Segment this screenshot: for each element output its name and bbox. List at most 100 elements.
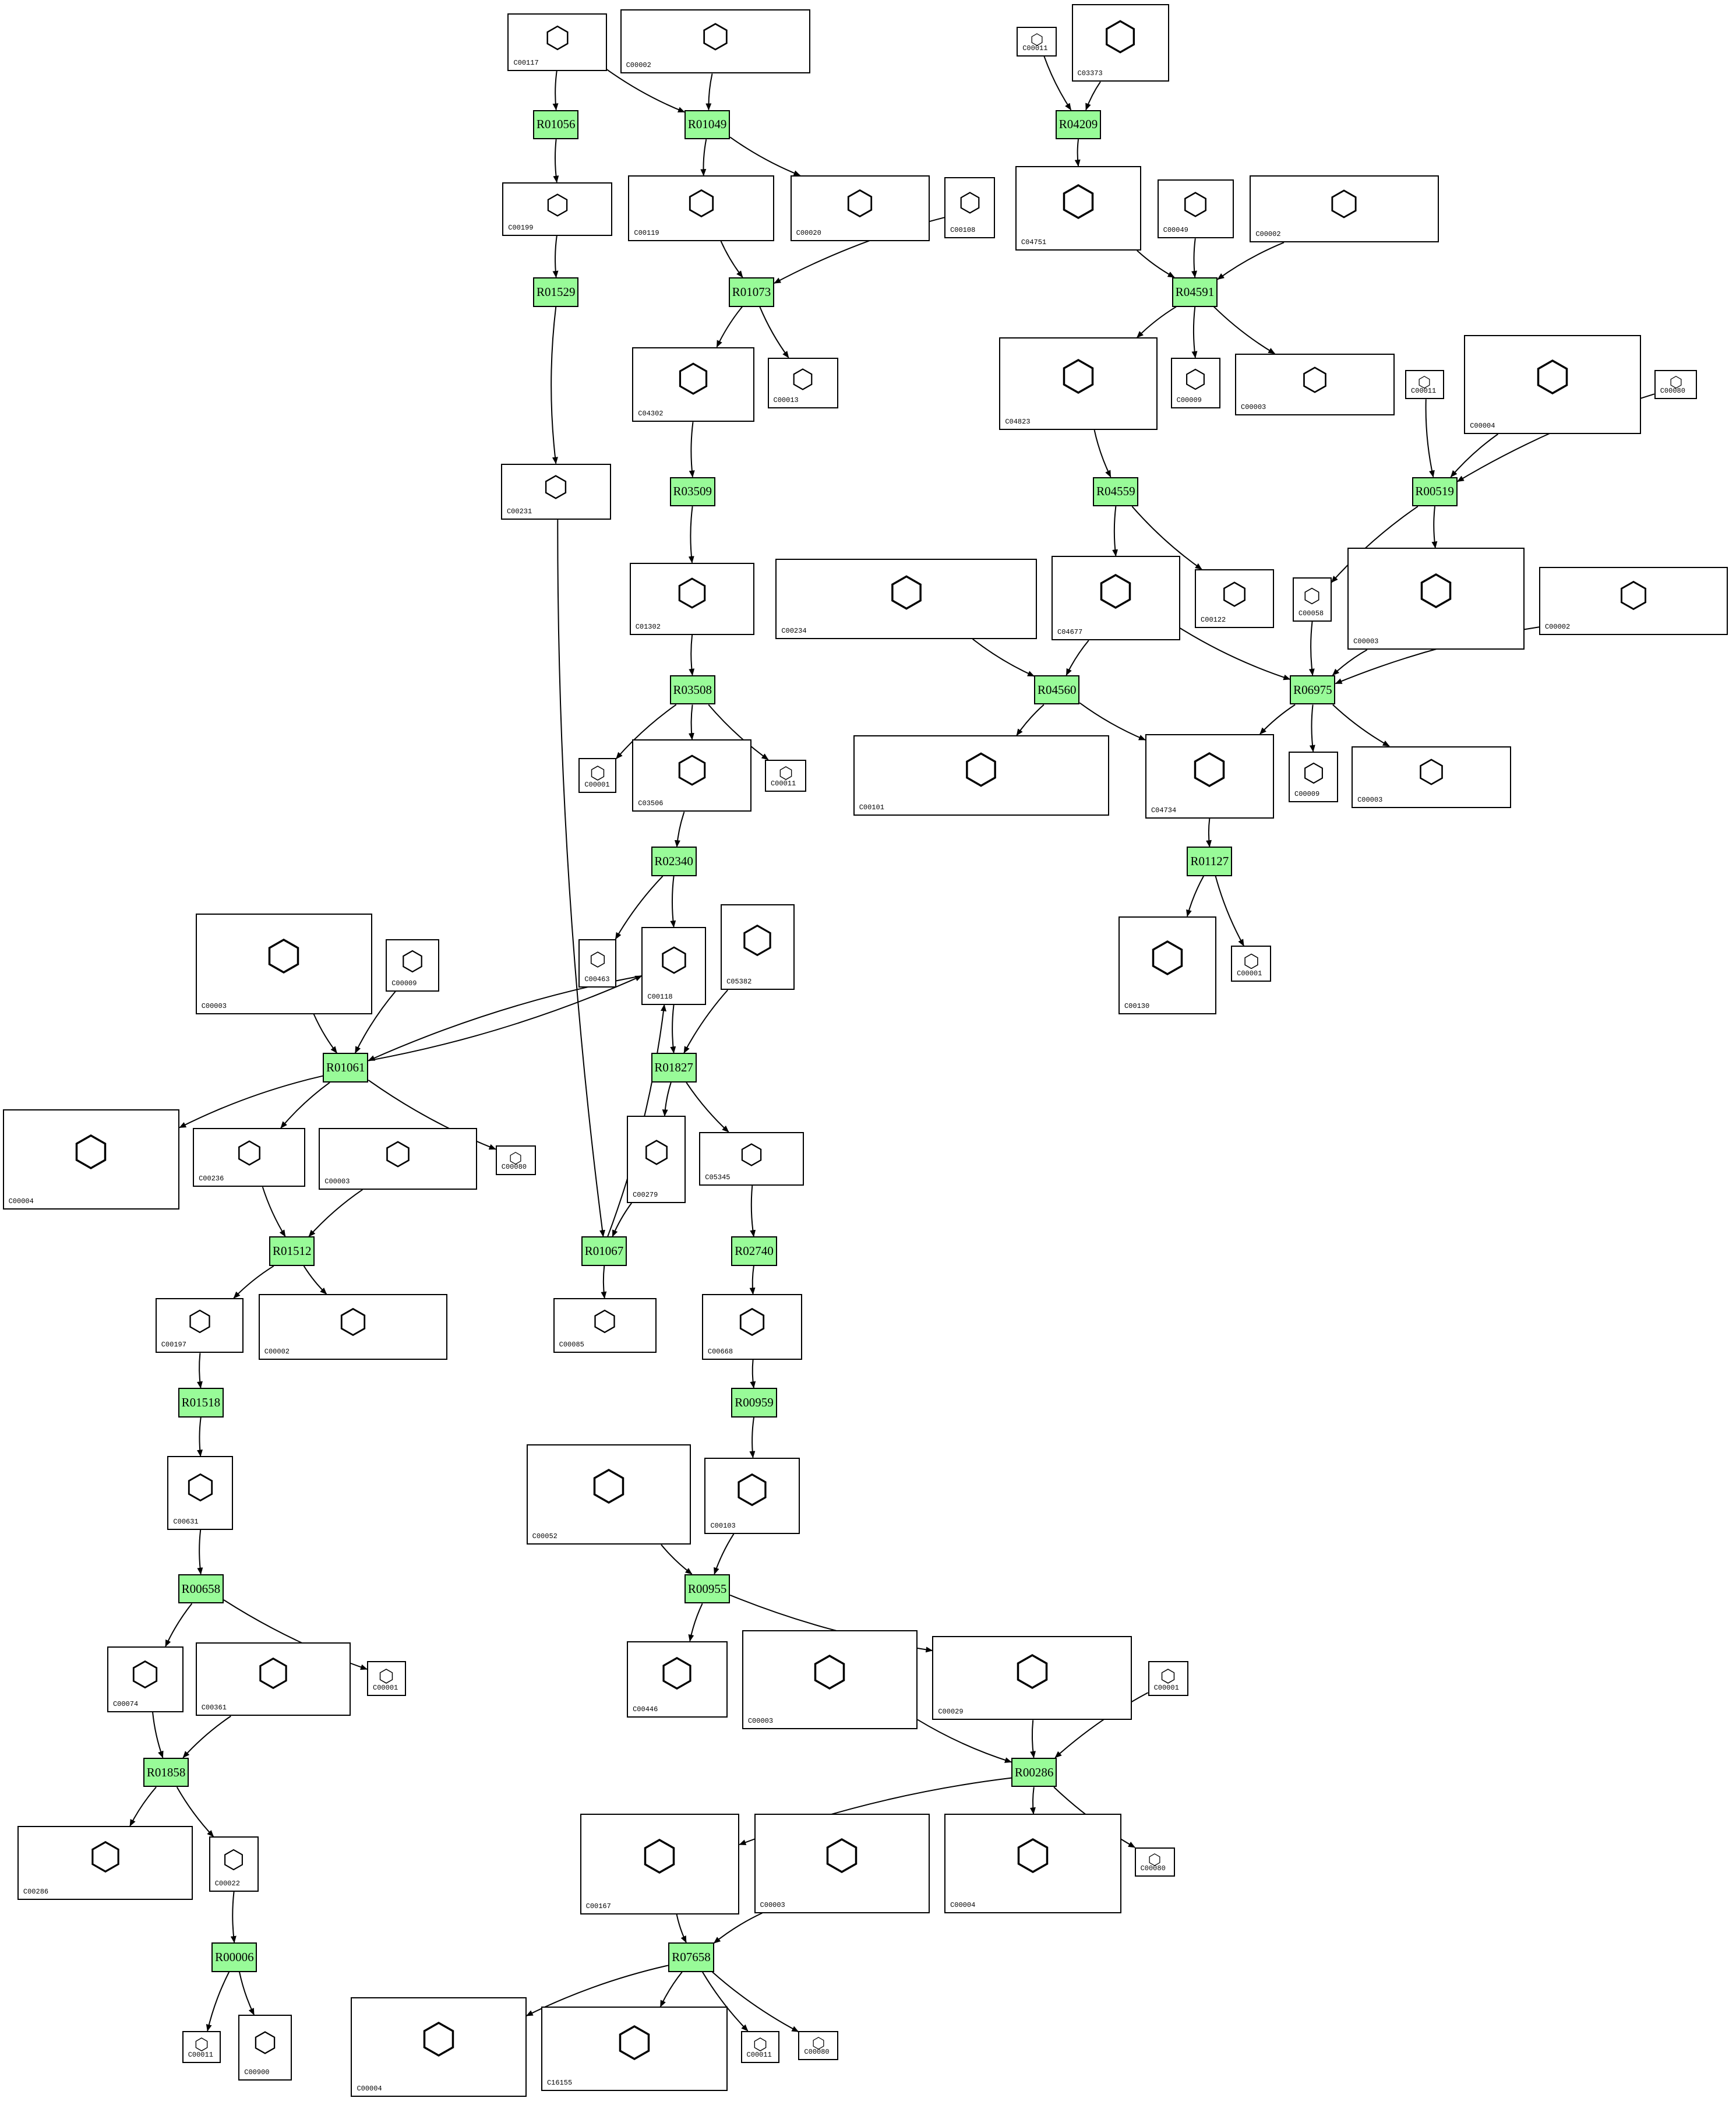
- compound-node[interactable]: C00197: [155, 1298, 244, 1353]
- compound-node[interactable]: C00199: [502, 182, 612, 236]
- compound-node[interactable]: C05382: [721, 904, 795, 990]
- compound-node[interactable]: C00103: [704, 1457, 800, 1534]
- reaction-node[interactable]: R03509: [669, 477, 715, 507]
- compound-node[interactable]: C00900: [238, 2015, 292, 2081]
- compound-node[interactable]: C00002: [1250, 175, 1439, 243]
- compound-node[interactable]: C00446: [627, 1641, 728, 1718]
- compound-node[interactable]: C16155: [541, 2007, 728, 2092]
- compound-node[interactable]: C00668: [701, 1294, 803, 1360]
- compound-node[interactable]: C00080: [1134, 1847, 1175, 1877]
- compound-node[interactable]: C00003: [1352, 746, 1511, 808]
- compound-node[interactable]: C00003: [754, 1814, 930, 1913]
- compound-node[interactable]: C00234: [775, 558, 1037, 639]
- compound-node[interactable]: C00009: [386, 939, 440, 992]
- compound-node[interactable]: C00080: [1654, 369, 1698, 400]
- compound-node[interactable]: C00279: [627, 1116, 686, 1203]
- compound-node[interactable]: C00122: [1195, 569, 1274, 629]
- compound-node[interactable]: C00101: [853, 735, 1109, 816]
- reaction-node[interactable]: R01073: [728, 277, 775, 307]
- reaction-node[interactable]: R00955: [684, 1574, 731, 1604]
- reaction-node[interactable]: R00286: [1011, 1757, 1057, 1787]
- compound-node[interactable]: C00001: [1231, 946, 1272, 982]
- reaction-node[interactable]: R00959: [731, 1388, 777, 1418]
- compound-node[interactable]: C00003: [195, 914, 373, 1014]
- compound-node[interactable]: C00074: [107, 1646, 184, 1712]
- compound-node[interactable]: C00011: [1405, 369, 1444, 400]
- compound-node[interactable]: C00003: [319, 1128, 477, 1190]
- compound-node[interactable]: C00001: [1148, 1661, 1188, 1697]
- reaction-node[interactable]: R00519: [1412, 477, 1458, 507]
- compound-node[interactable]: C04823: [999, 337, 1158, 431]
- compound-node[interactable]: C00058: [1292, 577, 1332, 622]
- compound-node[interactable]: C00004: [944, 1814, 1121, 1913]
- compound-node[interactable]: C05345: [699, 1131, 804, 1186]
- reaction-node[interactable]: R01061: [323, 1053, 369, 1083]
- compound-node[interactable]: C00080: [798, 2030, 839, 2061]
- reaction-node[interactable]: R01067: [581, 1236, 627, 1266]
- compound-node[interactable]: C01302: [629, 562, 754, 635]
- compound-node[interactable]: C00231: [500, 463, 611, 520]
- reaction-node[interactable]: R00006: [211, 1942, 257, 1972]
- compound-node[interactable]: C00119: [628, 175, 775, 241]
- compound-node[interactable]: C00117: [507, 13, 607, 71]
- compound-node[interactable]: C00049: [1157, 179, 1234, 239]
- reaction-node[interactable]: R01512: [269, 1236, 315, 1266]
- compound-node[interactable]: C00118: [641, 927, 706, 1005]
- compound-node[interactable]: C04734: [1145, 734, 1274, 819]
- compound-node[interactable]: C00011: [182, 2030, 221, 2064]
- reaction-node[interactable]: R01529: [533, 277, 579, 307]
- compound-node[interactable]: C00020: [790, 175, 930, 241]
- compound-node[interactable]: C00004: [351, 1997, 527, 2097]
- compound-node[interactable]: C00463: [578, 939, 616, 988]
- compound-node[interactable]: C00236: [193, 1128, 306, 1187]
- compound-node[interactable]: C00009: [1289, 751, 1339, 803]
- reaction-node[interactable]: R04591: [1172, 277, 1218, 307]
- reaction-node[interactable]: R06975: [1290, 675, 1336, 705]
- reaction-node[interactable]: R04559: [1093, 477, 1139, 507]
- compound-node[interactable]: C00004: [2, 1109, 180, 1210]
- reaction-node[interactable]: R01858: [143, 1757, 189, 1787]
- compound-node[interactable]: C00130: [1118, 916, 1216, 1014]
- reaction-node[interactable]: R04560: [1034, 675, 1080, 705]
- reaction-node[interactable]: R00658: [178, 1574, 224, 1604]
- compound-node[interactable]: C00108: [944, 177, 996, 239]
- compound-node[interactable]: C03506: [632, 739, 751, 812]
- compound-node[interactable]: C00029: [932, 1635, 1132, 1720]
- compound-node[interactable]: C00085: [553, 1298, 657, 1353]
- compound-node[interactable]: C00361: [195, 1642, 351, 1716]
- compound-node[interactable]: C00011: [740, 2030, 780, 2064]
- compound-node[interactable]: C00002: [620, 9, 811, 74]
- compound-node[interactable]: C00011: [764, 759, 807, 792]
- reaction-node[interactable]: R07658: [668, 1942, 714, 1972]
- compound-node[interactable]: C00002: [1539, 566, 1728, 635]
- compound-node[interactable]: C00167: [580, 1814, 740, 1914]
- compound-node[interactable]: C00013: [767, 357, 839, 409]
- compound-node[interactable]: C00022: [209, 1836, 259, 1892]
- compound-node[interactable]: C00003: [742, 1630, 918, 1730]
- compound-node[interactable]: C00286: [17, 1826, 193, 1900]
- reaction-node[interactable]: R01049: [684, 110, 731, 140]
- reaction-node[interactable]: R01518: [178, 1388, 224, 1418]
- compound-node[interactable]: C00080: [495, 1145, 536, 1175]
- reaction-node[interactable]: R04209: [1055, 110, 1102, 140]
- compound-node[interactable]: C00002: [258, 1294, 447, 1360]
- compound-node[interactable]: C00001: [367, 1661, 406, 1697]
- compound-node[interactable]: C00009: [1170, 357, 1220, 409]
- reaction-node[interactable]: R02740: [731, 1236, 777, 1266]
- compound-node[interactable]: C03373: [1071, 3, 1170, 82]
- reaction-node[interactable]: R01056: [533, 110, 579, 140]
- compound-node[interactable]: C04677: [1052, 556, 1180, 641]
- compound-node[interactable]: C00003: [1235, 354, 1395, 415]
- compound-node[interactable]: C00011: [1017, 26, 1057, 57]
- compound-node[interactable]: C00004: [1464, 334, 1641, 434]
- compound-node[interactable]: C00003: [1347, 548, 1525, 650]
- compound-node[interactable]: C00052: [526, 1444, 691, 1545]
- reaction-node[interactable]: R02340: [651, 847, 697, 876]
- reaction-node[interactable]: R01127: [1187, 847, 1233, 876]
- compound-node[interactable]: C00631: [167, 1456, 234, 1530]
- compound-node[interactable]: C04751: [1015, 166, 1142, 251]
- reaction-node[interactable]: R03508: [669, 675, 715, 705]
- compound-node[interactable]: C00001: [578, 758, 616, 794]
- compound-node[interactable]: C04302: [632, 347, 754, 422]
- reaction-node[interactable]: R01827: [651, 1053, 697, 1083]
